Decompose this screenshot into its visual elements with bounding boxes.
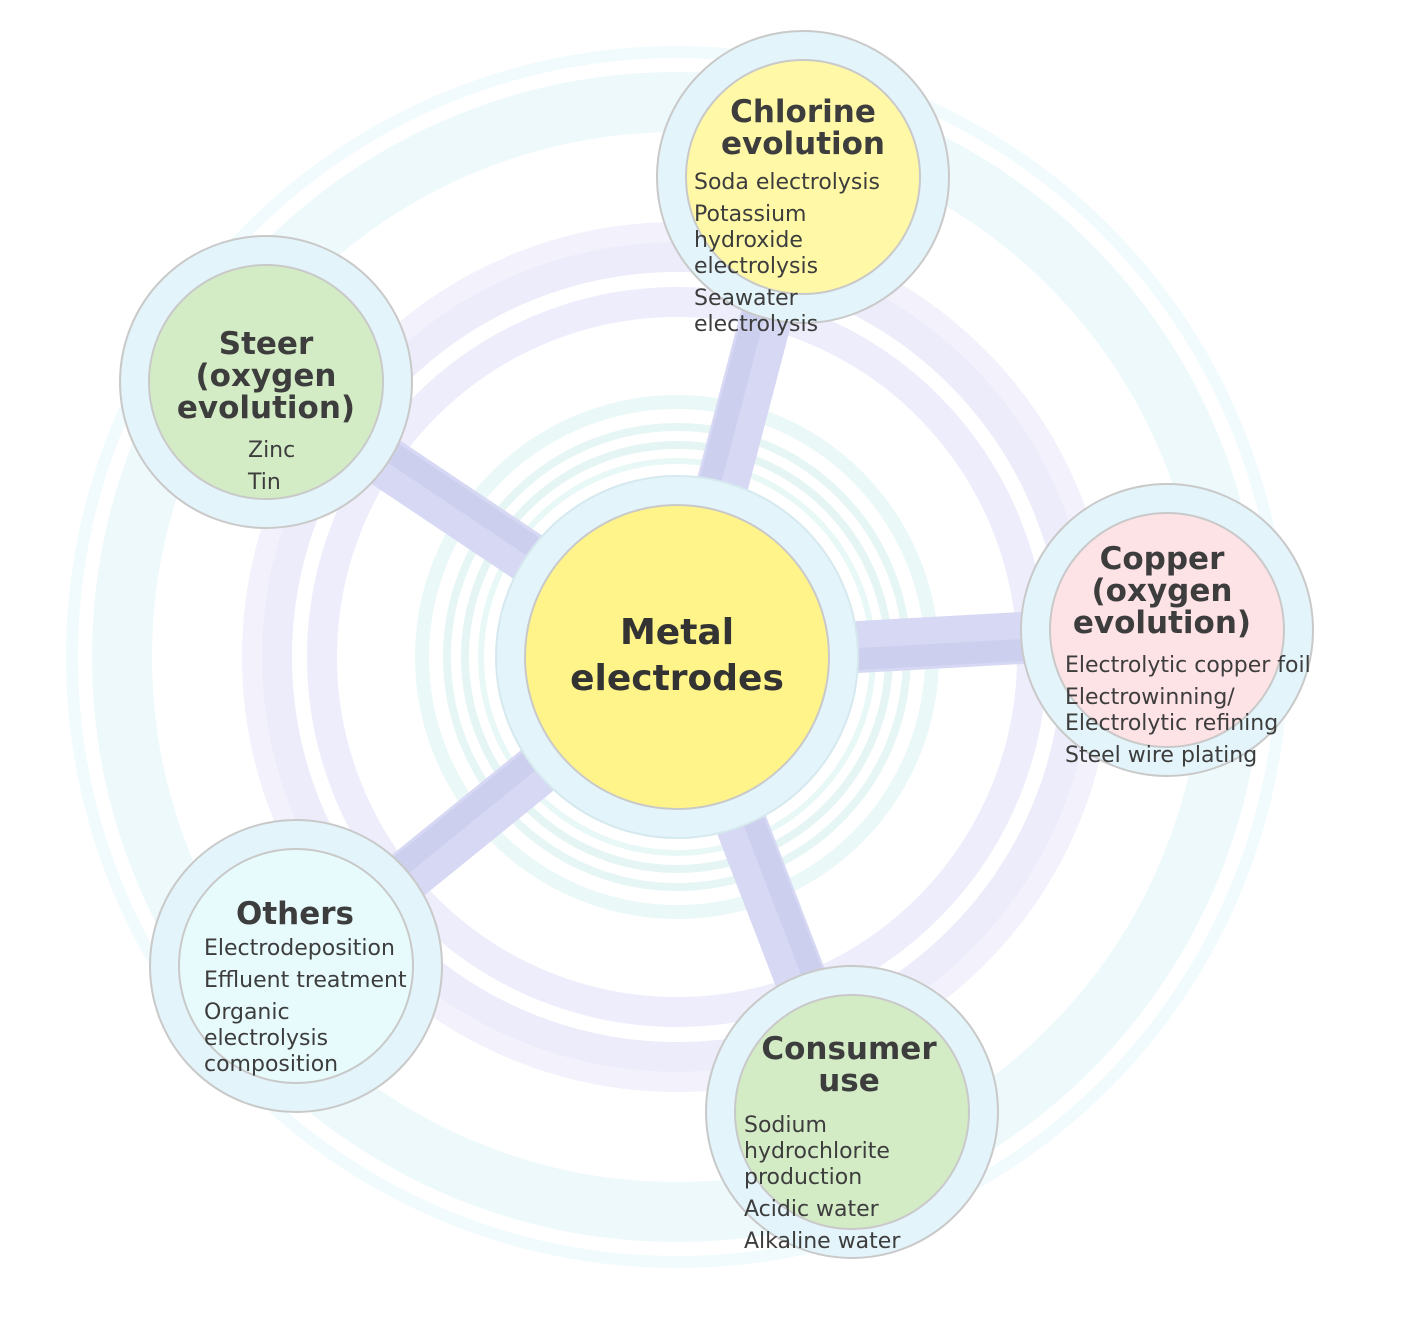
list-item: Steel wire plating xyxy=(1065,743,1258,768)
list-item: Acidic water xyxy=(744,1197,879,1222)
center-node-fill xyxy=(524,504,830,810)
node-fill xyxy=(148,264,384,500)
node-fill xyxy=(685,59,921,295)
copper-title: Copper (oxygen evolution) xyxy=(1072,541,1252,641)
list-item: Electrolytic copper foil xyxy=(1065,653,1311,678)
list-item: Zinc xyxy=(248,438,296,463)
copper-node-text: Copper (oxygen evolution) Electrolytic c… xyxy=(1024,543,1314,775)
node-chlorine xyxy=(656,30,950,324)
chlorine-node-text: Chlorine evolution Soda electrolysis Pot… xyxy=(694,96,912,344)
list-item: Seawater electrolysis xyxy=(694,286,819,337)
others-node-text: Others Electrodeposition Effluent treatm… xyxy=(204,898,420,1084)
others-items: Electrodeposition Effluent treatment Org… xyxy=(204,936,420,1078)
center-title: Metal electrodes xyxy=(570,612,784,699)
node-fill xyxy=(178,848,414,1084)
list-item: Effluent treatment xyxy=(204,968,407,993)
list-item: Electrowinning/ Electrolytic refining xyxy=(1065,685,1279,736)
copper-items: Electrolytic copper foil Electrowinning/… xyxy=(1024,653,1314,769)
list-item: Tin xyxy=(248,470,281,495)
list-item: Organic electrolysis composition xyxy=(204,1000,339,1077)
node-steer xyxy=(119,235,413,529)
node-fill xyxy=(734,994,970,1230)
list-item: Potassium hydroxide electrolysis xyxy=(694,202,819,279)
list-item: Alkaline water xyxy=(744,1229,901,1254)
list-item: Soda electrolysis xyxy=(694,170,880,195)
node-fill xyxy=(1049,512,1285,748)
steer-node-text: Steer (oxygen evolution) Zinc Tin xyxy=(124,328,410,502)
consumer-title: Consumer use xyxy=(761,1031,937,1099)
center-node xyxy=(495,475,859,839)
chlorine-items: Soda electrolysis Potassium hydroxide el… xyxy=(694,170,912,338)
consumer-items: Sodium hydrochlorite production Acidic w… xyxy=(736,1113,976,1255)
node-others xyxy=(149,819,443,1113)
list-item: Electrodeposition xyxy=(204,936,395,961)
steer-title: Steer (oxygen evolution) xyxy=(176,326,356,426)
chlorine-title: Chlorine evolution xyxy=(720,94,886,162)
node-consumer xyxy=(705,965,999,1259)
consumer-node-text: Consumer use Sodium hydrochlorite produc… xyxy=(736,1033,976,1261)
node-copper xyxy=(1020,483,1314,777)
others-title: Others xyxy=(235,896,354,932)
list-item: Sodium hydrochlorite production xyxy=(744,1113,890,1190)
steer-items: Zinc Tin xyxy=(124,438,410,496)
